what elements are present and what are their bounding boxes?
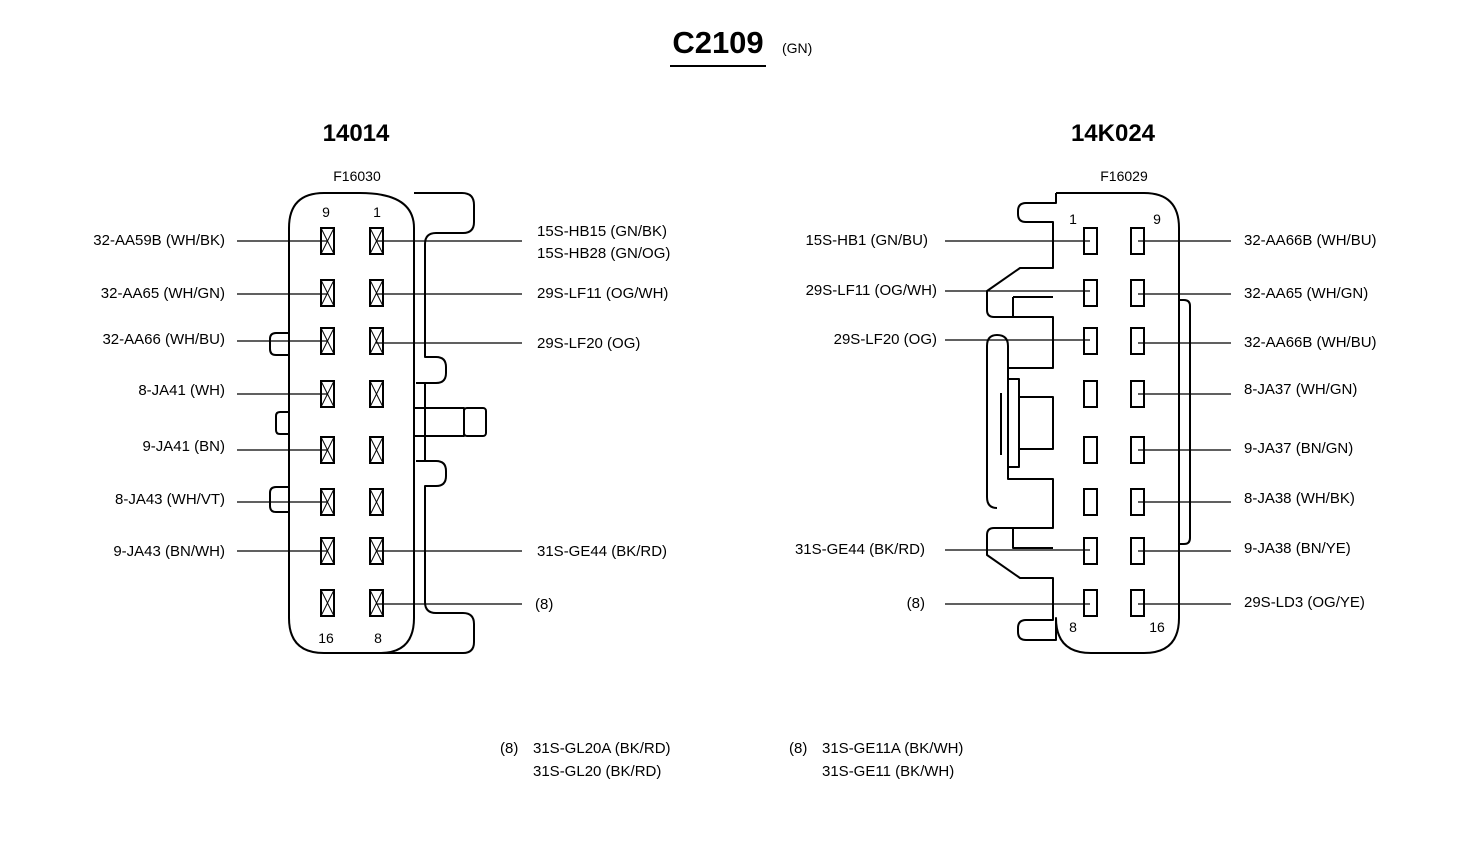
- connector-14K024-cavities: [1083, 227, 1145, 617]
- connector-14014-key-lower: [269, 486, 289, 513]
- wire-label: 29S-LF20 (OG): [834, 331, 937, 348]
- connector-14K024-left-labels: 15S-HB1 (GN/BU) 29S-LF11 (OG/WH) 29S-LF2…: [795, 232, 937, 612]
- wire-label: (8): [535, 596, 553, 613]
- wire-label: (8): [907, 595, 925, 612]
- cavity: [1083, 537, 1098, 565]
- wire-label: 32-AA65 (WH/GN): [1244, 285, 1368, 302]
- connector-14014-latch-tab: [463, 407, 487, 437]
- connector-14K024-latch: [1018, 396, 1054, 450]
- cavity: [369, 436, 384, 464]
- connector-14014: 14014 F16030 9 1 16 8: [93, 120, 670, 654]
- wire-label: 9-JA38 (BN/YE): [1244, 540, 1351, 557]
- wire-label: 15S-HB1 (GN/BU): [805, 232, 928, 249]
- footnote-line: 31S-GL20A (BK/RD): [533, 740, 671, 757]
- footnote-marker: (8): [500, 740, 518, 757]
- connector-14K024-pin-number-1: 1: [1069, 211, 1077, 227]
- footnote-14K024: (8) 31S-GE11A (BK/WH) 31S-GE11 (BK/WH): [789, 740, 963, 780]
- connector-14014-pin-number-8: 8: [374, 630, 382, 646]
- cavity: [320, 279, 335, 307]
- cavity: [1083, 279, 1098, 307]
- connector-14K024-right-leads: [1138, 240, 1231, 605]
- connector-14K024-upper-notch: [1012, 296, 1053, 317]
- connector-14014-left-labels: 32-AA59B (WH/BK) 32-AA65 (WH/GN) 32-AA66…: [93, 232, 225, 560]
- cavity: [369, 327, 384, 355]
- wire-label: 9-JA41 (BN): [142, 438, 225, 455]
- connector-14K024-latch-bar: [1007, 378, 1020, 468]
- wire-label: 8-JA38 (WH/BK): [1244, 490, 1355, 507]
- connector-14014-right-leads: [376, 240, 522, 605]
- connector-14K024-upper-frame: [986, 193, 1057, 369]
- connector-14014-cavities: [320, 227, 384, 617]
- cavity: [1130, 279, 1145, 307]
- cavity: [369, 488, 384, 516]
- connector-14014-part-number: F16030: [333, 168, 381, 184]
- connector-code: C2109: [672, 25, 763, 60]
- connector-14K024-part-number: F16029: [1100, 168, 1148, 184]
- wire-label: 8-JA43 (WH/VT): [115, 491, 225, 508]
- connector-14014-key-middle: [275, 411, 289, 435]
- wire-label: 31S-GE44 (BK/RD): [795, 541, 925, 558]
- connector-14K024-pin-number-8: 8: [1069, 619, 1077, 635]
- connector-14K024-name: 14K024: [1071, 120, 1156, 147]
- connector-14K024-lower-notch: [1012, 528, 1053, 549]
- wire-label: 15S-HB28 (GN/OG): [537, 245, 670, 262]
- connector-14K024-right-labels: 32-AA66B (WH/BU) 32-AA65 (WH/GN) 32-AA66…: [1244, 232, 1377, 611]
- connector-14014-right-labels: 15S-HB15 (GN/BK) 15S-HB28 (GN/OG) 29S-LF…: [535, 223, 670, 613]
- connector-14K024: 14K024 F16029 1 9 8 16: [795, 120, 1377, 654]
- cavity: [1083, 488, 1098, 516]
- footnote-line: 31S-GE11 (BK/WH): [822, 763, 954, 780]
- footnote-line: 31S-GE11A (BK/WH): [822, 740, 963, 757]
- connector-14014-pin-number-16: 16: [318, 630, 334, 646]
- wire-label: 29S-LD3 (OG/YE): [1244, 594, 1365, 611]
- connector-14014-body: [288, 192, 475, 654]
- wire-label: 32-AA59B (WH/BK): [93, 232, 225, 249]
- connector-14014-latch: [413, 407, 465, 437]
- cavity: [320, 537, 335, 565]
- cavity: [320, 227, 335, 255]
- connector-14K024-side-rail: [1179, 299, 1191, 545]
- connector-color: (GN): [782, 40, 812, 56]
- connector-14K024-body: [986, 192, 1180, 654]
- cavity: [1083, 327, 1098, 355]
- connector-14014-key-upper: [269, 332, 289, 356]
- wire-label: 32-AA66 (WH/BU): [102, 331, 225, 348]
- wire-label: 32-AA65 (WH/GN): [101, 285, 225, 302]
- connector-14014-pin-number-1: 1: [373, 204, 381, 220]
- cavity: [369, 380, 384, 408]
- wire-label: 29S-LF20 (OG): [537, 335, 640, 352]
- diagram-title: C2109 (GN): [670, 25, 812, 67]
- wire-label: 32-AA66B (WH/BU): [1244, 232, 1377, 249]
- wire-label: 8-JA41 (WH): [138, 382, 225, 399]
- connector-14014-pin-number-9: 9: [322, 204, 330, 220]
- connector-14014-name: 14014: [323, 120, 390, 147]
- footnote-marker: (8): [789, 740, 807, 757]
- connector-14K024-pin-number-9: 9: [1153, 211, 1161, 227]
- wire-label: 29S-LF11 (OG/WH): [806, 282, 937, 299]
- cavity: [1083, 436, 1098, 464]
- connector-14014-left-leads: [237, 240, 327, 552]
- footnote-line: 31S-GL20 (BK/RD): [533, 763, 661, 780]
- wire-label: 29S-LF11 (OG/WH): [537, 285, 668, 302]
- cavity: [369, 279, 384, 307]
- wire-label: 31S-GE44 (BK/RD): [537, 543, 667, 560]
- cavity: [320, 436, 335, 464]
- connector-14K024-pin-number-16: 16: [1149, 619, 1165, 635]
- cavity: [1083, 589, 1098, 617]
- wire-label: 9-JA37 (BN/GN): [1244, 440, 1353, 457]
- wire-label: 8-JA37 (WH/GN): [1244, 381, 1357, 398]
- cavity: [1130, 589, 1145, 617]
- cavity: [1130, 327, 1145, 355]
- connector-14K024-left-leads: [945, 240, 1090, 605]
- footnote-14014: (8) 31S-GL20A (BK/RD) 31S-GL20 (BK/RD): [500, 740, 671, 780]
- wire-label: 9-JA43 (BN/WH): [113, 543, 225, 560]
- cavity: [1083, 380, 1098, 408]
- wire-label: 32-AA66B (WH/BU): [1244, 334, 1377, 351]
- cavity: [320, 589, 335, 617]
- wire-label: 15S-HB15 (GN/BK): [537, 223, 667, 240]
- cavity: [369, 589, 384, 617]
